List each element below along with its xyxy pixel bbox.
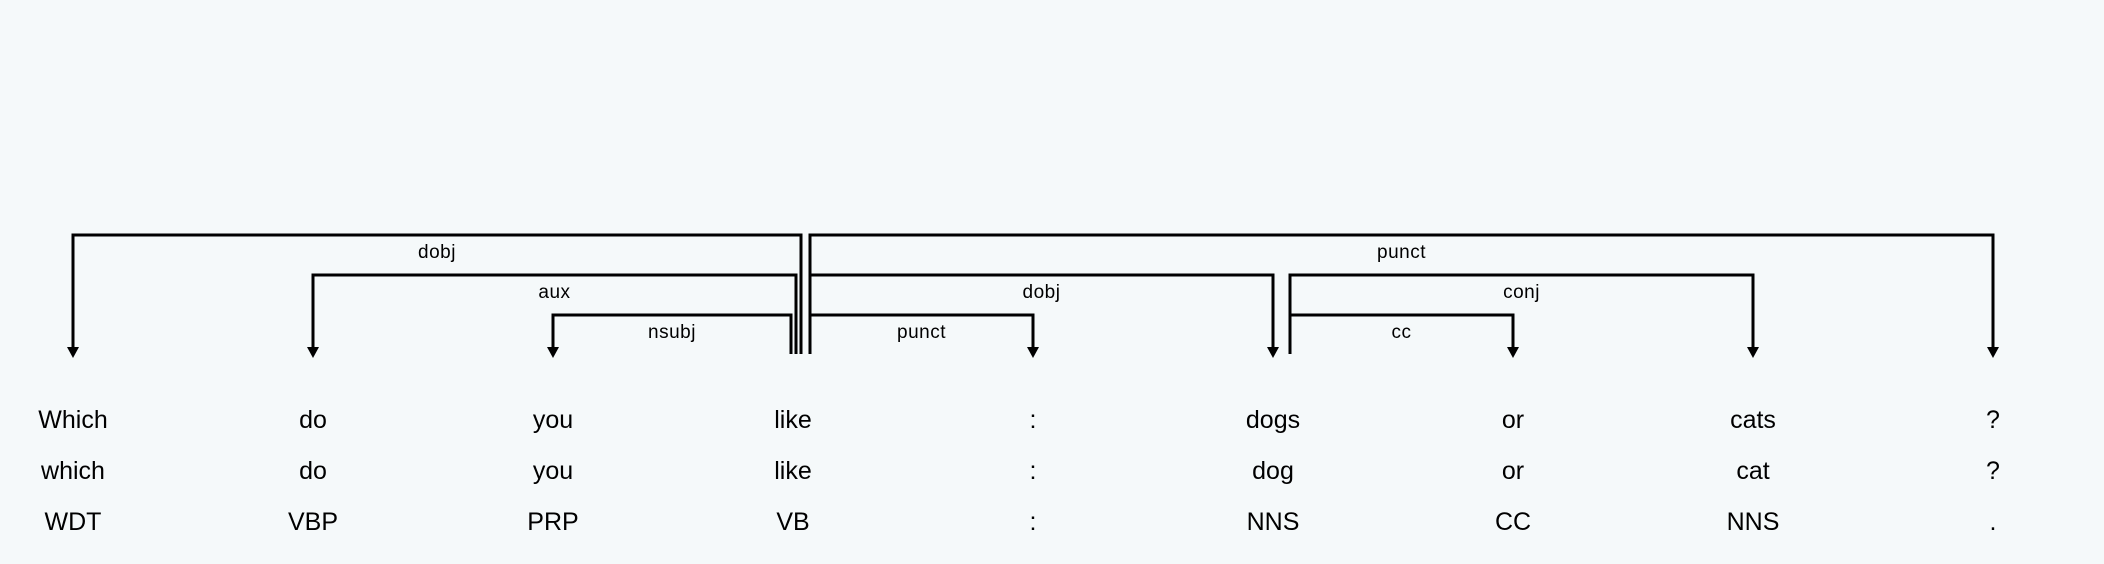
arrow-head-icon xyxy=(1027,347,1039,358)
token-word: Which xyxy=(38,406,107,434)
token-tag: NNS xyxy=(1247,508,1300,536)
arc-label: punct xyxy=(1377,242,1426,263)
arc-label: conj xyxy=(1503,282,1540,303)
token-word: : xyxy=(1030,406,1037,434)
token-tag: CC xyxy=(1495,508,1531,536)
token-tag: : xyxy=(1030,508,1037,536)
arc-punct-5: punct xyxy=(808,233,1999,358)
token-word: cats xyxy=(1730,406,1776,434)
token-lemma: or xyxy=(1502,457,1524,485)
arrow-head-icon xyxy=(1747,347,1759,358)
token-word: ? xyxy=(1986,406,2000,434)
arc-line xyxy=(311,273,798,354)
arc-label: dobj xyxy=(1023,282,1061,303)
token-word: dogs xyxy=(1246,406,1300,434)
arrow-head-icon xyxy=(1987,347,1999,358)
token-tag: NNS xyxy=(1727,508,1780,536)
token-4: ::: xyxy=(1030,406,1037,536)
arc-aux-1: aux xyxy=(307,273,798,358)
token-lemma: : xyxy=(1030,457,1037,485)
arrow-head-icon xyxy=(1507,347,1519,358)
arc-conj-7: conj xyxy=(1288,273,1759,358)
token-lemma: cat xyxy=(1736,457,1769,485)
arc-nsubj-2: nsubj xyxy=(547,313,793,358)
token-8: ??. xyxy=(1986,406,2000,536)
arc-line xyxy=(808,233,1995,354)
arc-dobj-0: dobj xyxy=(67,233,803,358)
token-word: do xyxy=(299,406,327,434)
token-lemma: which xyxy=(40,457,105,485)
token-tag: WDT xyxy=(45,508,102,536)
arc-label: dobj xyxy=(418,242,456,263)
arrow-head-icon xyxy=(67,347,79,358)
arrow-head-icon xyxy=(547,347,559,358)
token-lemma: you xyxy=(533,457,573,485)
token-word: or xyxy=(1502,406,1524,434)
token-lemma: like xyxy=(774,457,812,485)
token-tag: VBP xyxy=(288,508,338,536)
token-lemma: dog xyxy=(1252,457,1294,485)
token-lemma: do xyxy=(299,457,327,485)
arrow-head-icon xyxy=(1267,347,1279,358)
arc-label: punct xyxy=(897,322,946,343)
arc-line xyxy=(551,313,793,354)
token-tag: . xyxy=(1990,508,1997,536)
arrow-head-icon xyxy=(307,347,319,358)
arc-label: nsubj xyxy=(648,322,696,343)
arc-label: cc xyxy=(1392,322,1412,343)
arcs-layer: dobj aux nsubj punct dobj punct cc conj xyxy=(67,233,1999,358)
token-tag: VB xyxy=(776,508,809,536)
token-word: you xyxy=(533,406,573,434)
arc-label: aux xyxy=(538,282,570,303)
arc-line xyxy=(1288,273,1755,354)
token-tag: PRP xyxy=(527,508,578,536)
token-word: like xyxy=(774,406,812,434)
arc-line xyxy=(71,233,803,354)
token-lemma: ? xyxy=(1986,457,2000,485)
